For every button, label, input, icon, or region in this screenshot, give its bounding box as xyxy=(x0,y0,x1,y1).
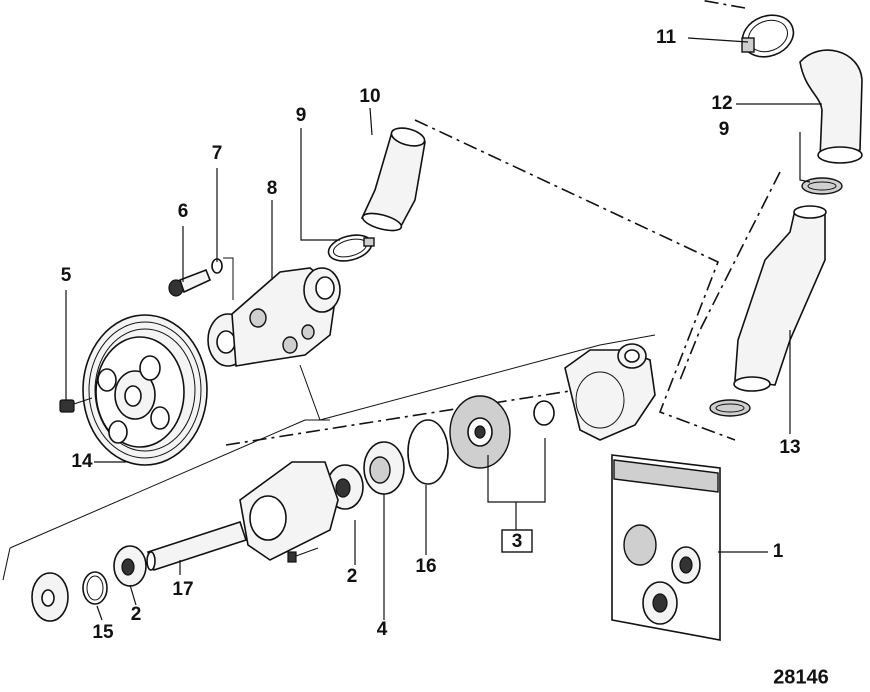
callout-16: 16 xyxy=(415,556,436,577)
assembly-lines xyxy=(2,0,781,581)
pump-body-part xyxy=(207,267,341,367)
hose-clamp-part-left xyxy=(327,234,375,262)
hose-clamp-part-lower xyxy=(709,399,751,417)
bolt-part-6 xyxy=(168,257,234,300)
flange-hub-part xyxy=(31,572,69,622)
callout-13: 13 xyxy=(779,437,800,458)
pulley-part xyxy=(82,314,208,466)
callout-15: 15 xyxy=(92,622,114,643)
impeller-part xyxy=(449,395,511,469)
o-ring-small-part xyxy=(533,400,555,426)
hose-clamp-part-right xyxy=(801,177,843,195)
o-ring-large-part xyxy=(407,419,449,485)
shaft-part xyxy=(146,520,248,572)
callout-2-lower: 2 xyxy=(131,604,142,625)
hose-part xyxy=(360,127,426,232)
callout-2-upper: 2 xyxy=(347,566,358,587)
callout-1: 1 xyxy=(773,541,784,562)
elbow-hose-part xyxy=(799,49,863,164)
seal-part-4 xyxy=(363,441,405,495)
callout-14: 14 xyxy=(71,451,93,472)
bearing-part-lower xyxy=(113,545,147,587)
muffler-part xyxy=(733,205,827,392)
callout-labels: 1 2 2 3 4 5 6 7 8 9 9 10 11 12 13 14 15 … xyxy=(61,27,829,688)
pump-cover-part xyxy=(564,343,656,441)
callout-10: 10 xyxy=(359,86,380,107)
callout-7: 7 xyxy=(212,143,223,164)
callout-6: 6 xyxy=(178,201,189,222)
callout-8: 8 xyxy=(267,178,278,199)
figure-number: 28146 xyxy=(773,666,829,688)
leader-lines xyxy=(65,37,822,621)
callout-4: 4 xyxy=(377,619,388,640)
service-kit-bag-part xyxy=(611,454,721,641)
callout-3-box xyxy=(501,529,533,553)
callout-17: 17 xyxy=(172,579,193,600)
bolt-part-5 xyxy=(59,397,93,413)
callout-9-right: 9 xyxy=(719,119,730,140)
callout-12: 12 xyxy=(711,93,732,114)
callout-11: 11 xyxy=(656,27,677,48)
callout-5: 5 xyxy=(61,265,72,286)
retaining-ring-part xyxy=(82,571,108,605)
bearing-housing-part xyxy=(239,461,339,563)
callout-3: 3 xyxy=(512,531,523,552)
hose-clamp-part-11 xyxy=(741,14,795,58)
callout-9-left: 9 xyxy=(296,105,307,126)
